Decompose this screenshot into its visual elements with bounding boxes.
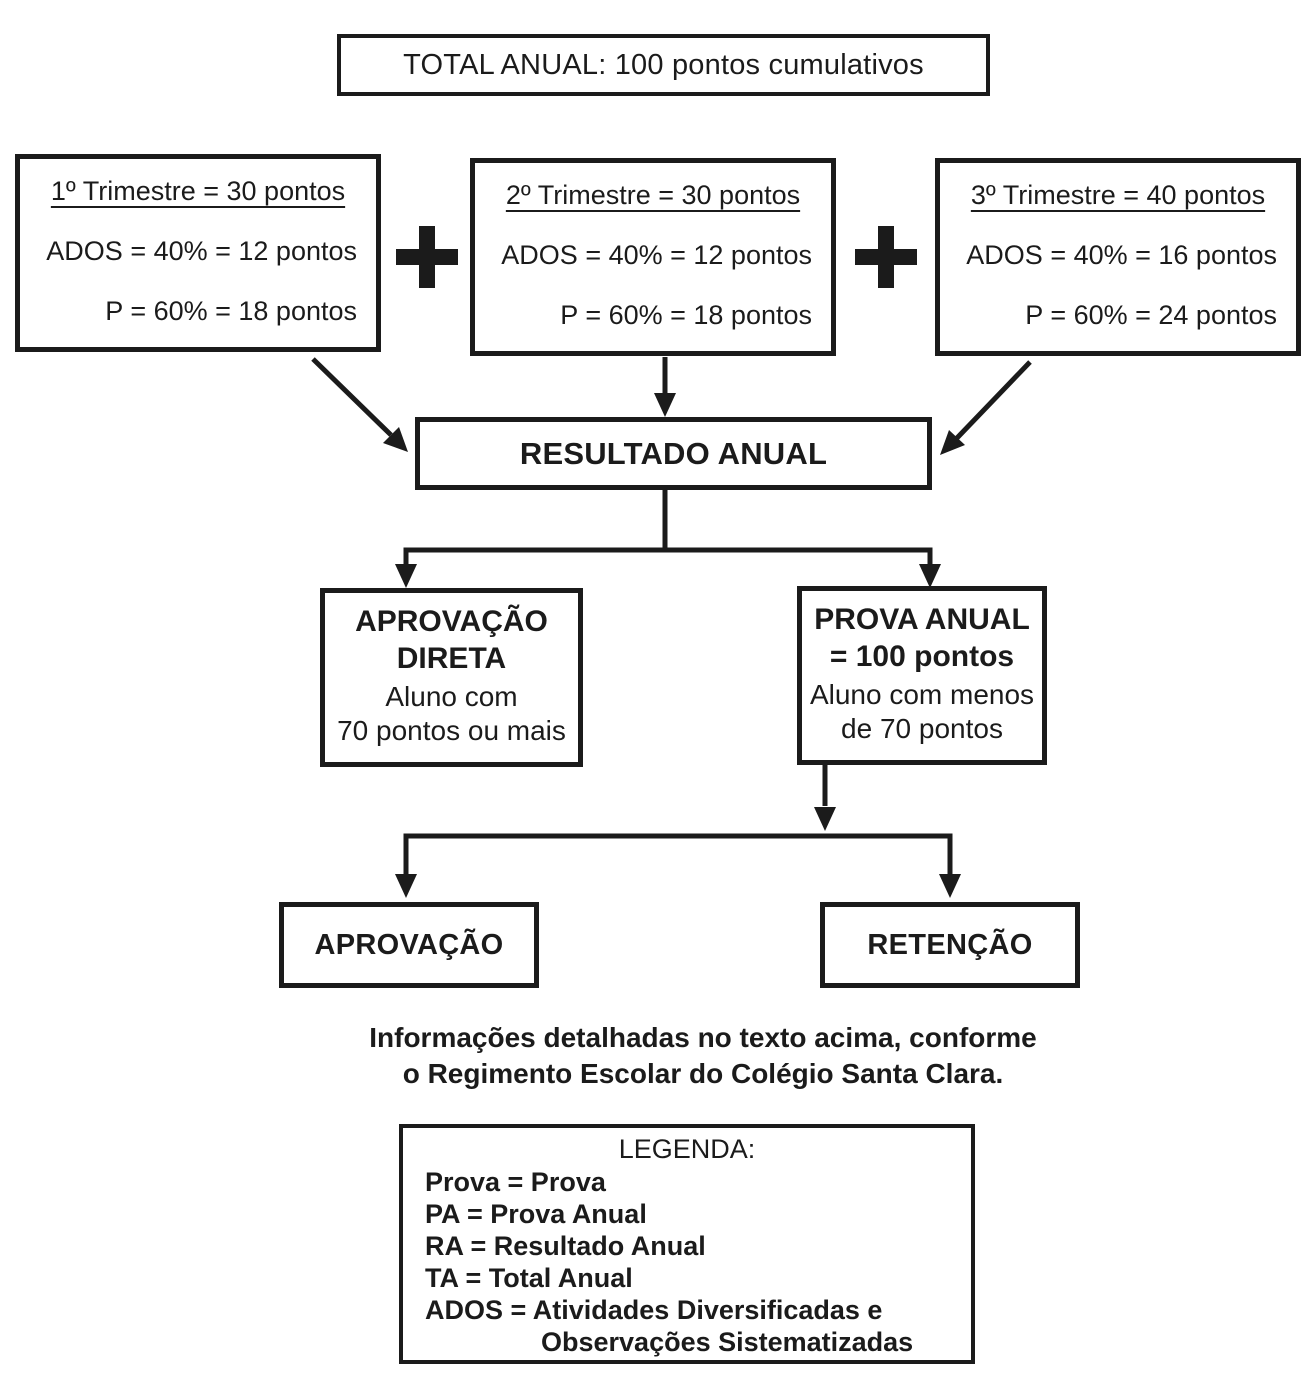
total-anual-box: TOTAL ANUAL: 100 pontos cumulativos [337,34,990,96]
arrowhead-aprovacao-direta [395,564,417,588]
trimester-1-prova: P = 60% = 18 pontos [105,296,357,326]
legend-item-ados: ADOS = Atividades Diversificadas e [425,1295,883,1325]
arrow-lines [311,357,1032,874]
legend-title: LEGENDA: [618,1134,756,1164]
prova-anual-body-line2: de 70 pontos [841,713,1003,744]
trimester-3-ados: ADOS = 40% = 16 pontos [966,240,1277,270]
arrow-line-trimester3-to-resultado [955,360,1032,440]
aprovacao-box: APROVAÇÃO [279,902,539,988]
trimester-2-prova: P = 60% = 18 pontos [560,300,812,330]
aprovacao-direta-body-line1: Aluno com [385,681,518,712]
legend-item-prova: Prova = Prova [425,1167,606,1197]
trimester-2-title: 2º Trimestre = 30 pontos [505,180,801,210]
trimester-3-prova: P = 60% = 24 pontos [1025,300,1277,330]
plus-icon [396,226,458,288]
retencao-box: RETENÇÃO [820,902,1080,988]
arrow-heads [383,393,965,898]
legend-item-ados-continuation: Observações Sistematizadas [541,1327,914,1357]
arrowhead-trimester1 [383,427,408,452]
trimester-2-ados: ADOS = 40% = 12 pontos [501,240,812,270]
arrowhead-prova-anual-stem [814,807,836,831]
prova-anual-title-line2: = 100 pontos [829,640,1015,673]
note-line2: o Regimento Escolar do Colégio Santa Cla… [402,1058,1004,1089]
trimester-1-ados: ADOS = 40% = 12 pontos [46,236,357,266]
aprovacao-direta-box: APROVAÇÃO DIRETA Aluno com 70 pontos ou … [320,588,583,767]
resultado-anual-label: RESULTADO ANUAL [519,435,828,471]
note-line1: Informações detalhadas no texto acima, c… [369,1022,1037,1053]
prova-anual-body-line1: Aluno com menos [809,679,1035,710]
prova-anual-box: PROVA ANUAL = 100 pontos Aluno com menos… [797,586,1047,765]
note-text: Informações detalhadas no texto acima, c… [90,1020,1316,1092]
arrow-line-trimester1-to-resultado [311,357,393,437]
trimester-1-title: 1º Trimestre = 30 pontos [50,176,346,206]
trimester-1-box: 1º Trimestre = 30 pontos ADOS = 40% = 12… [15,154,381,352]
legend-box: LEGENDA: Prova = Prova PA = Prova Anual … [399,1124,975,1364]
line-resultado-split [403,547,933,566]
aprovacao-label: APROVAÇÃO [314,928,504,961]
line-prova-anual-split [403,833,953,874]
trimester-3-title: 3º Trimestre = 40 pontos [970,180,1266,210]
resultado-anual-box: RESULTADO ANUAL [415,417,932,490]
legend-item-pa: PA = Prova Anual [425,1199,647,1229]
retencao-label: RETENÇÃO [867,928,1033,961]
arrowhead-trimester2 [654,393,676,417]
prova-anual-body: Aluno com menos de 70 pontos [802,678,1042,746]
legend-item-ta: TA = Total Anual [425,1263,633,1293]
aprovacao-direta-title-line1: APROVAÇÃO [355,605,548,638]
trimester-2-box: 2º Trimestre = 30 pontos ADOS = 40% = 12… [470,158,836,356]
aprovacao-direta-body-line2: 70 pontos ou mais [337,715,566,746]
trimester-3-box: 3º Trimestre = 40 pontos ADOS = 40% = 16… [935,158,1301,356]
arrowhead-retencao [939,874,961,898]
total-anual-label: TOTAL ANUAL: 100 pontos cumulativos [403,48,924,81]
legend-item-ra: RA = Resultado Anual [425,1231,706,1261]
aprovacao-direta-body: Aluno com 70 pontos ou mais [325,680,578,748]
plus-icon [855,226,917,288]
aprovacao-direta-title-line2: DIRETA [396,642,507,675]
arrowhead-prova-anual [919,564,941,588]
prova-anual-title-line1: PROVA ANUAL [814,603,1030,636]
arrowhead-aprovacao [395,874,417,898]
arrowhead-trimester3 [940,430,965,455]
